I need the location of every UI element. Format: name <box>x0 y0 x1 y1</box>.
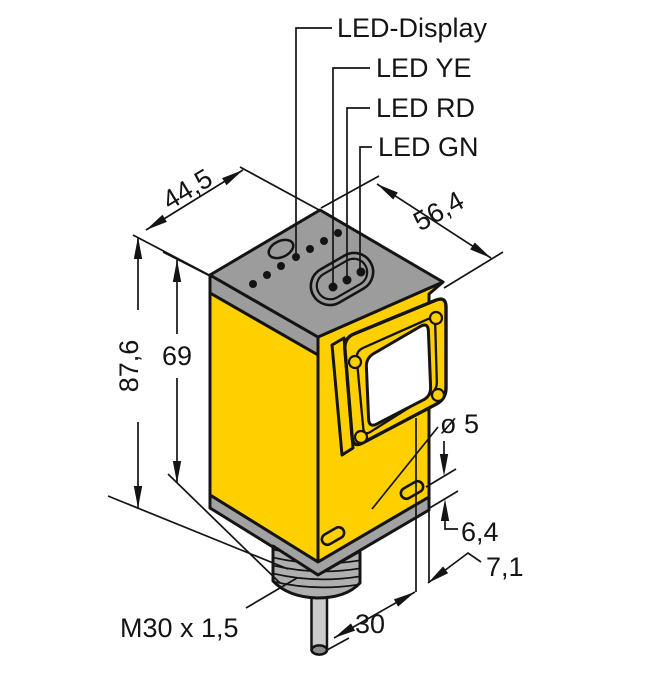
dim-56-4-text: 56,4 <box>408 185 469 237</box>
dim-m30-text: M30 x 1,5 <box>120 613 239 643</box>
dimension-flange-thickness: 6,4 <box>425 441 499 547</box>
bezel-screw <box>430 387 446 403</box>
bezel-screw <box>353 429 369 445</box>
led-display-dots <box>249 229 342 288</box>
sensor-body <box>208 208 448 656</box>
leader-led-rd <box>346 107 370 276</box>
dimension-corner-offset: 7,1 <box>427 511 524 584</box>
leader-led-ye <box>332 67 370 283</box>
led-red-dot <box>342 275 352 285</box>
top-oval-opening <box>267 238 295 260</box>
lens-bezel <box>330 297 448 457</box>
mounting-slot <box>320 525 346 547</box>
dim-87-6-text: 87,6 <box>114 340 144 393</box>
led-green-dot <box>356 267 366 277</box>
dimension-cable-length: 30 <box>326 418 417 651</box>
dimension-overall-height: 87,6 <box>107 237 289 570</box>
dimension-thread-spec: M30 x 1,5 <box>120 577 298 643</box>
dimensions: 44,5 56,4 87,6 69 <box>107 163 524 651</box>
label-led-rd: LED RD <box>376 93 475 123</box>
bezel-side-face <box>330 336 355 457</box>
cable-end <box>310 644 329 656</box>
label-led-gn: LED GN <box>378 132 479 162</box>
dimension-housing-height: 69 <box>162 251 281 584</box>
dim-44-5-text: 44,5 <box>157 163 218 216</box>
dim-o5-text: ø 5 <box>440 409 479 439</box>
bezel-screw <box>428 310 444 326</box>
dim-6-4-text: 6,4 <box>461 517 499 547</box>
leader-led-display <box>295 27 332 253</box>
base-flange <box>208 493 431 577</box>
dimension-hole-diameter: ø 5 <box>371 409 479 510</box>
mounting-slot <box>399 479 425 501</box>
bezel-screw <box>347 354 363 370</box>
label-led-ye: LED YE <box>376 53 472 83</box>
dim-69-text: 69 <box>162 341 192 371</box>
callout-texts: LED-Display LED YE LED RD LED GN <box>337 13 488 162</box>
dim-7-1-text: 7,1 <box>486 552 524 582</box>
leader-led-gn <box>359 146 372 268</box>
dim-30-text: 30 <box>355 609 385 639</box>
label-led-display: LED-Display <box>337 13 488 43</box>
lens-window <box>364 323 433 427</box>
led-yellow-dot <box>328 282 338 292</box>
callout-leaders <box>295 27 372 283</box>
